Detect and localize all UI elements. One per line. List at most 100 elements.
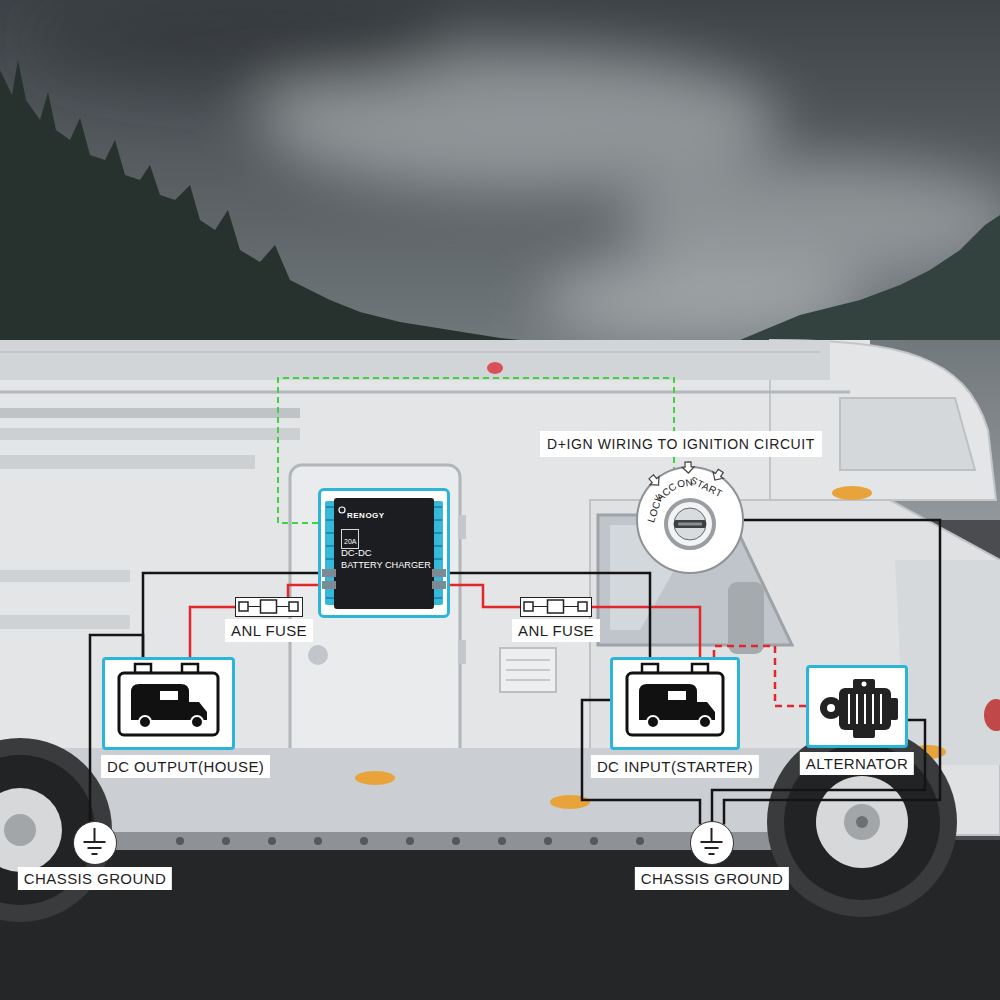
wire bbox=[450, 573, 650, 657]
rv-body bbox=[506, 679, 550, 681]
rv-body bbox=[0, 340, 1000, 850]
alternator-body bbox=[839, 688, 891, 730]
battery-box: DC OUTPUT(HOUSE) bbox=[102, 657, 235, 750]
wiring-note-patch: D+IGN WIRING TO IGNITION CIRCUIT bbox=[540, 431, 822, 457]
battery-icon bbox=[613, 660, 737, 747]
battery-case bbox=[627, 673, 723, 735]
charger-text-patch: 20A bbox=[341, 529, 359, 549]
wheels bbox=[0, 788, 62, 872]
rv-body bbox=[0, 748, 880, 835]
rv-body bbox=[0, 351, 820, 353]
rivets bbox=[636, 837, 644, 845]
charger-text-patch: RENOGY bbox=[347, 504, 385, 522]
wheels bbox=[784, 744, 940, 900]
ground-label-patch: CHASSIS GROUND bbox=[18, 867, 172, 890]
forest-mountain bbox=[0, 60, 520, 340]
camper-icon bbox=[639, 684, 697, 720]
pulley bbox=[820, 697, 842, 719]
fuse-link bbox=[533, 606, 548, 607]
fuse-element bbox=[548, 600, 564, 613]
battery-label: DC INPUT(STARTER) bbox=[597, 757, 753, 776]
alternator-box: ALTERNATOR bbox=[806, 665, 908, 748]
key-slot bbox=[678, 523, 702, 526]
camper-wheel bbox=[139, 716, 151, 728]
ignition-switch: LOCKACCONSTART bbox=[636, 466, 744, 574]
terminal bbox=[432, 581, 446, 589]
logo-mark bbox=[339, 507, 345, 513]
ground-label: CHASSIS GROUND bbox=[641, 869, 783, 888]
ground-label: CHASSIS GROUND bbox=[24, 869, 166, 888]
rv-body bbox=[0, 455, 255, 469]
charger-text: 20A bbox=[344, 537, 356, 546]
fuse-element bbox=[261, 600, 277, 613]
fuse-link bbox=[277, 606, 290, 607]
rivets bbox=[590, 837, 598, 845]
ground-label-patch: CHASSIS GROUND bbox=[635, 867, 789, 890]
terminal bbox=[432, 569, 446, 577]
anl-fuse: ANL FUSE bbox=[520, 597, 592, 617]
charger-drawing bbox=[321, 491, 447, 615]
battery-label-patch: DC INPUT(STARTER) bbox=[591, 755, 759, 778]
rv-body bbox=[0, 615, 130, 629]
fuse-terminal bbox=[578, 602, 587, 611]
rv-body bbox=[506, 659, 550, 661]
fuse-label: ANL FUSE bbox=[518, 621, 594, 640]
cooling-fin bbox=[856, 694, 858, 724]
rivets bbox=[176, 837, 184, 845]
key-cylinder bbox=[674, 508, 706, 540]
fuse-link bbox=[248, 606, 261, 607]
marker-lights bbox=[355, 771, 395, 785]
fuse-label: ANL FUSE bbox=[231, 621, 307, 640]
key-slot bbox=[674, 520, 706, 528]
wheels bbox=[767, 727, 957, 917]
camper-wheel bbox=[191, 716, 203, 728]
wheels bbox=[0, 738, 112, 922]
marker-lights bbox=[355, 362, 946, 809]
position-arrow bbox=[647, 473, 663, 489]
marker-lights bbox=[832, 486, 872, 500]
wheels bbox=[856, 816, 868, 828]
wire bbox=[450, 585, 520, 607]
rv-body bbox=[458, 640, 466, 664]
camper-icon bbox=[131, 684, 189, 720]
wheels bbox=[844, 804, 880, 840]
battery-label-patch: DC OUTPUT(HOUSE) bbox=[101, 755, 270, 778]
ground-bar bbox=[92, 853, 98, 855]
rivets bbox=[406, 837, 414, 845]
alternator-label: ALTERNATOR bbox=[806, 754, 908, 773]
rivets bbox=[360, 837, 368, 845]
cooling-fin bbox=[848, 694, 850, 724]
rivets bbox=[498, 837, 506, 845]
rv-body bbox=[728, 582, 764, 654]
mount bbox=[853, 679, 875, 690]
rivets bbox=[314, 837, 322, 845]
end-cap bbox=[890, 698, 898, 720]
rv-body bbox=[0, 428, 300, 440]
ground-bar bbox=[84, 841, 106, 843]
rv-body bbox=[0, 408, 300, 418]
ground-stem bbox=[711, 828, 713, 842]
ground-bar bbox=[88, 847, 102, 849]
position-arrow bbox=[682, 462, 694, 473]
fuse-terminal bbox=[289, 602, 298, 611]
ground-stem bbox=[94, 828, 96, 842]
fuse-drawing bbox=[521, 598, 591, 616]
charger-text: BATTERY CHARGER bbox=[341, 560, 431, 571]
ground-bar bbox=[701, 841, 723, 843]
rv-body bbox=[0, 391, 850, 394]
battery-case bbox=[119, 673, 218, 735]
camper-window bbox=[668, 691, 686, 700]
wire bbox=[592, 607, 700, 657]
ground-bar bbox=[709, 853, 715, 855]
mount-hole bbox=[862, 682, 867, 687]
camper-wheel bbox=[699, 716, 711, 728]
anl-fuse: ANL FUSE bbox=[235, 597, 303, 617]
ground-symbol bbox=[691, 822, 733, 864]
rivets bbox=[268, 837, 276, 845]
cooling-fin bbox=[872, 694, 874, 724]
right-mountain bbox=[740, 215, 1000, 340]
wheels bbox=[4, 814, 36, 846]
